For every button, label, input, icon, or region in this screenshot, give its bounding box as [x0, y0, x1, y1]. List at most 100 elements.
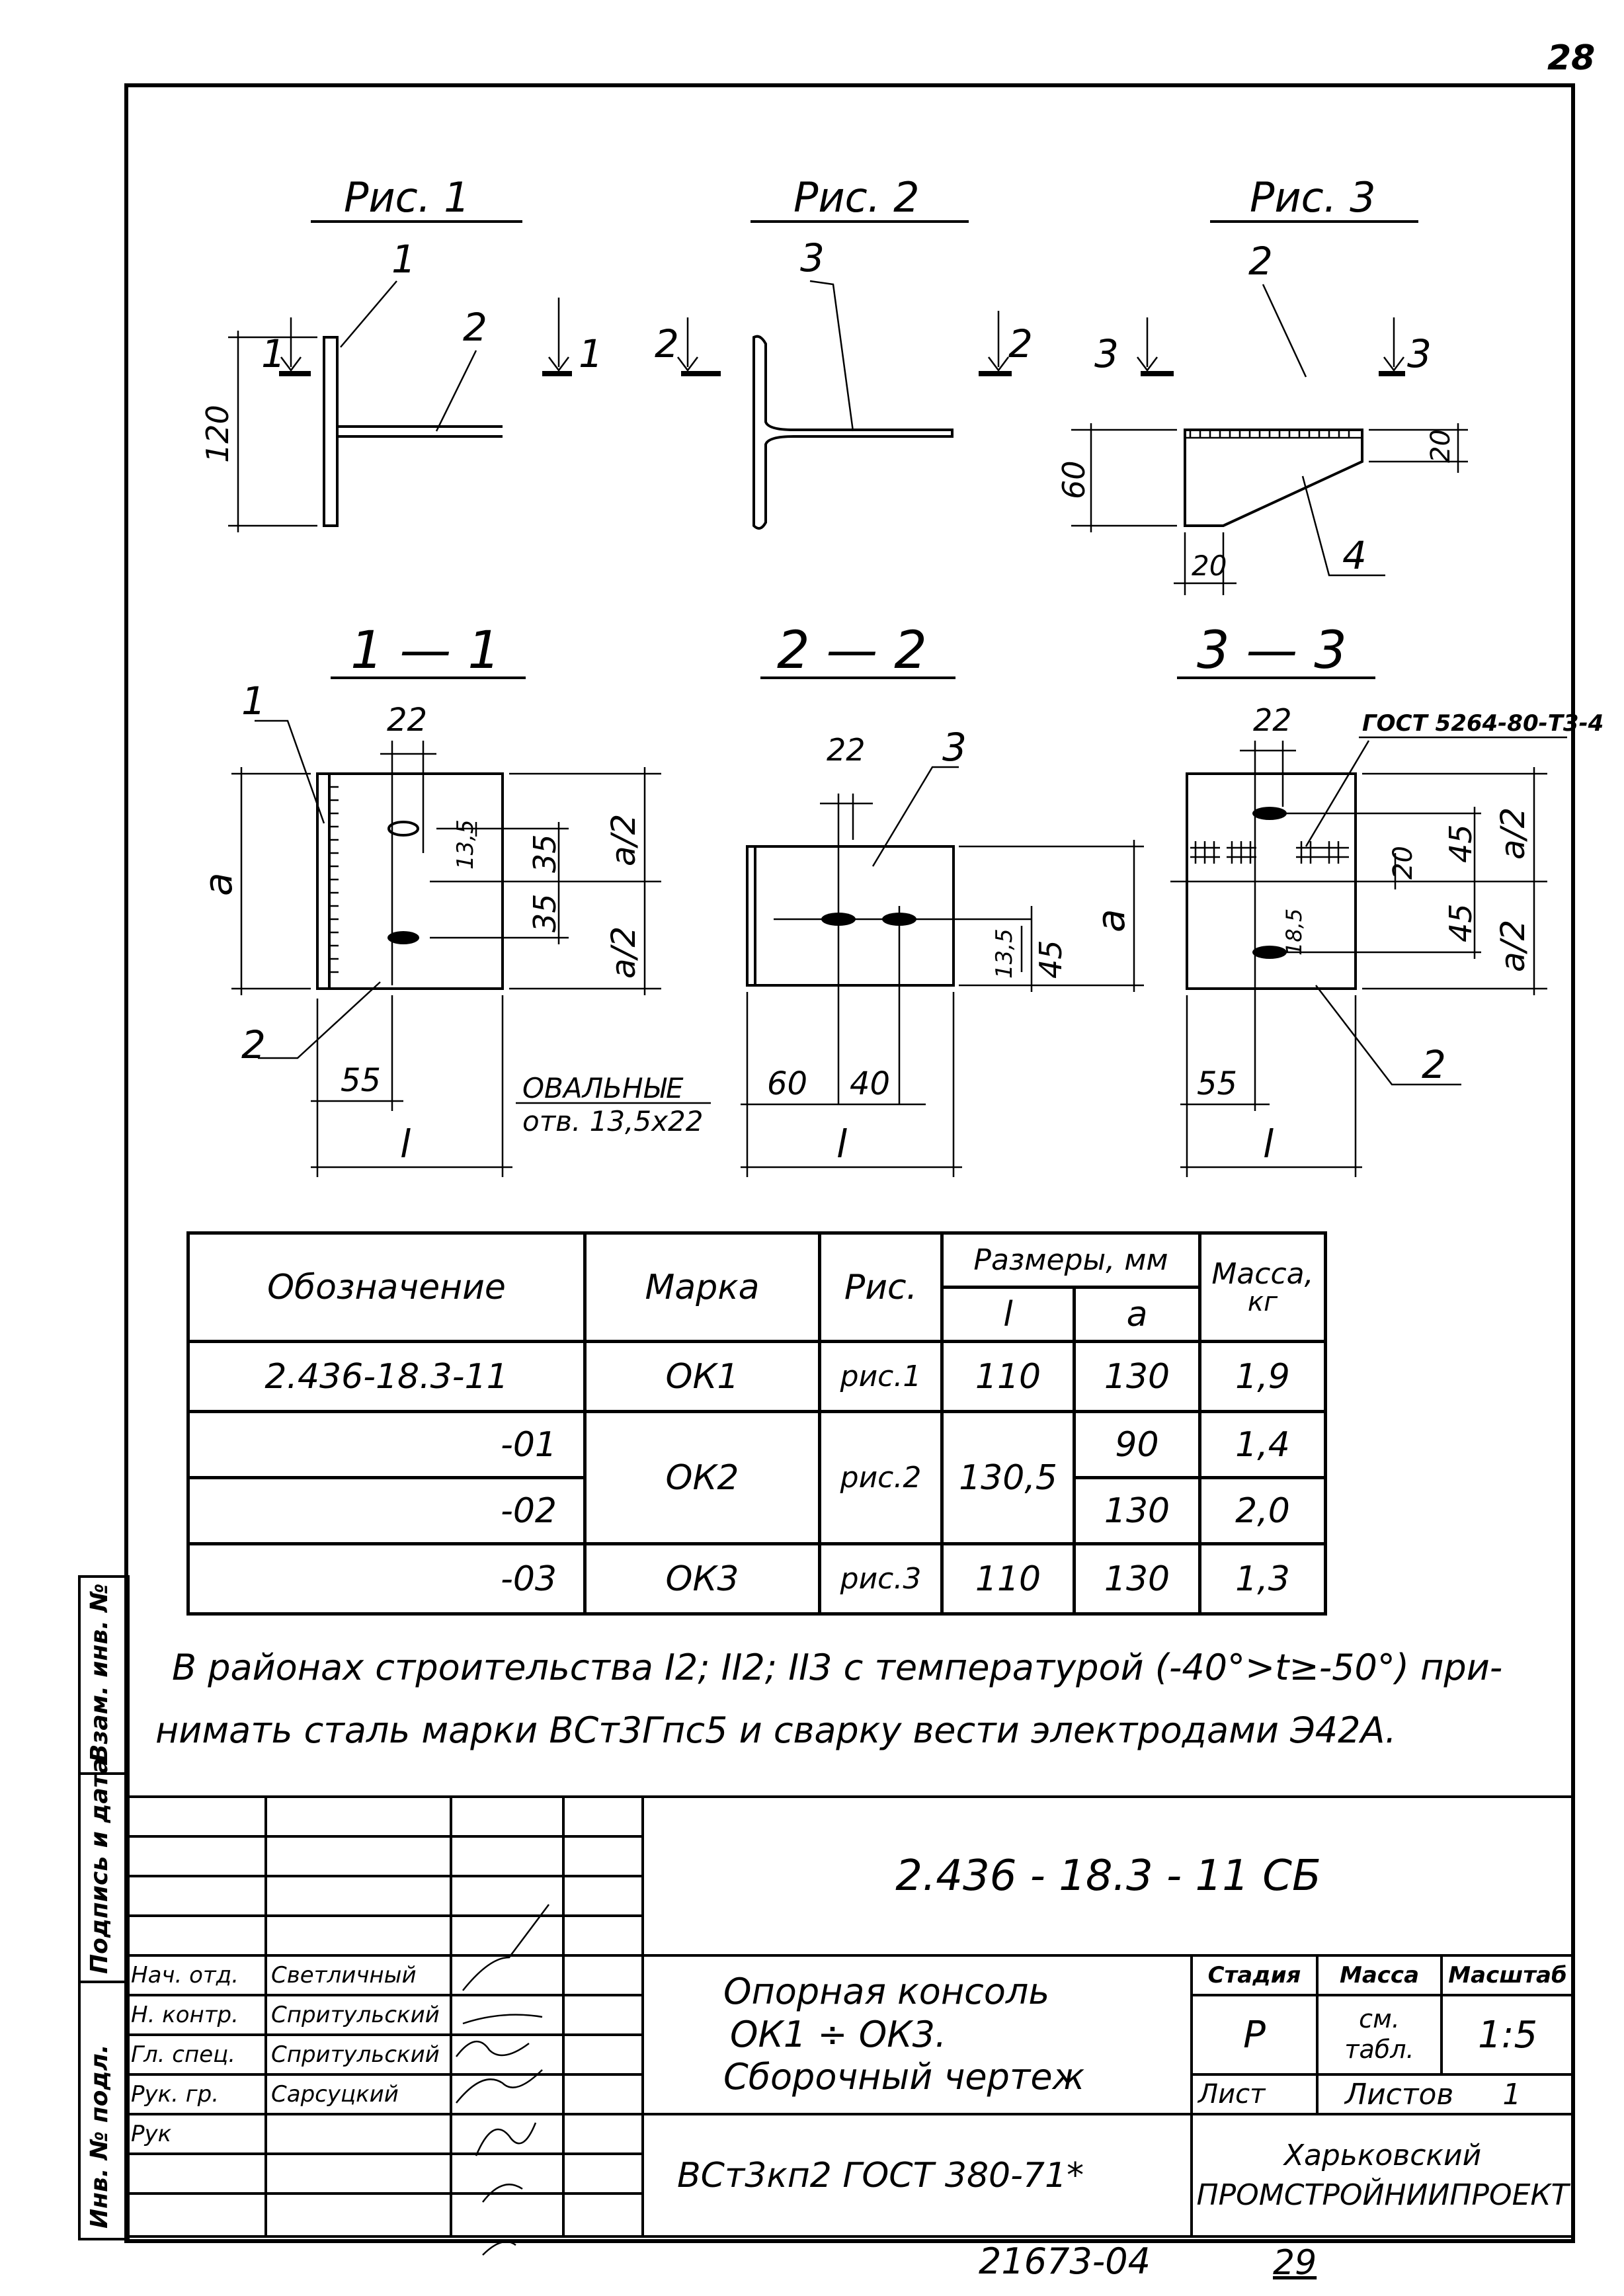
table-cell: -03 [186, 1542, 587, 1616]
table-cell: 110 [940, 1542, 1076, 1616]
s22-dim-a: a [1088, 909, 1133, 932]
s22-dim-40: 40 [850, 1065, 890, 1102]
organization-line-1: Харьковский [1283, 2139, 1482, 2173]
table-cell: рис.1 [818, 1340, 944, 1413]
fig1-cut-right: 1 [579, 331, 603, 376]
section-1-1: 1 — 1 1 22 a 35 35 13,5 a/2 a/2 2 [196, 621, 711, 1177]
header-designation: Обозначение [186, 1231, 587, 1343]
s11-dim-a: a [196, 872, 241, 896]
specification-table: Обозначение Марка Рис. Размеры, мм Масса… [186, 1231, 1327, 1616]
fig3-title: Рис. 3 [1250, 173, 1376, 222]
note-line-1: В районах строительства I2; II2; II3 с т… [172, 1647, 1503, 1688]
table-cell: 2,0 [1198, 1476, 1327, 1545]
organization-line-2: ПРОМСТРОЙНИИПРОЕКТ [1196, 2178, 1569, 2212]
role-label: Н. контр. [124, 1994, 267, 2036]
s11-dim-a2b: a/2 [604, 926, 643, 979]
s22-dim-l: l [836, 1122, 847, 1167]
sheets-label: Листов [1345, 2077, 1454, 2112]
fig2-cut-right: 2 [1008, 321, 1033, 366]
s22-callout-3: 3 [942, 725, 967, 770]
fig1-callout-1: 1 [391, 237, 416, 282]
oval-note-1: ОВАЛЬНЫЕ [522, 1072, 684, 1104]
table-cell: рис.2 [818, 1410, 944, 1545]
fig1-cut-left: 1 [261, 331, 286, 376]
table-cell: -02 [186, 1476, 587, 1545]
s11-title: 1 — 1 [350, 621, 501, 680]
sheet-label: Лист [1190, 2073, 1319, 2115]
s33-dim-a2a: a/2 [1494, 807, 1532, 860]
header-mark: Марка [583, 1231, 821, 1343]
fig1-callout-2: 2 [463, 305, 487, 350]
mass-value-line-2: табл. [1344, 2035, 1414, 2064]
oval-note-2: отв. 13,5х22 [522, 1105, 703, 1137]
s22-dim-45: 45 [1033, 940, 1069, 979]
stage-value: Р [1190, 1994, 1319, 2076]
footer-page: 29 [1273, 2243, 1317, 2283]
header-mass: Масса, кг [1198, 1231, 1327, 1343]
s33-dim-45a: 45 [1443, 824, 1479, 863]
sheets-value: 1 [1502, 2077, 1522, 2112]
s22-dim-slot: 13,5 [991, 928, 1018, 979]
role-name: Сарсуцкий [264, 2073, 452, 2115]
side-strip-divider [78, 1772, 127, 1775]
drawing-frame [124, 83, 1575, 2243]
item-title: Опорная консоль ОК1 ÷ ОК3. Сборочный чер… [641, 1954, 1193, 2115]
role-name: Светличный [264, 1954, 452, 1996]
material: ВСт3кп2 ГОСТ 380-71* [641, 2113, 1193, 2238]
scale-value: 1:5 [1440, 1994, 1576, 2076]
role-label: Рук. гр. [124, 2073, 267, 2115]
drawing-area: Рис. 1 1 2 1 1 120 Рис. 2 3 2 2 Рис. 3 [196, 173, 1604, 1177]
table-cell: 130,5 [940, 1410, 1076, 1545]
sheets-cell: Листов 1 [1315, 2073, 1576, 2115]
table-cell: ОК1 [583, 1340, 821, 1413]
fig2-callout-3: 3 [800, 235, 825, 280]
table-cell: 1,4 [1198, 1410, 1327, 1479]
section-2-2: 2 — 2 3 22 45 13,5 a 60 40 l [741, 621, 1144, 1177]
role-name: Спритульский [264, 2033, 452, 2076]
organization: Харьковский ПРОМСТРОЙНИИПРОЕКТ [1190, 2113, 1576, 2238]
s33-title: 3 — 3 [1197, 621, 1347, 680]
note-line-2: нимать сталь марки ВСт3Гпс5 и сварку вес… [155, 1709, 1397, 1751]
s33-dim-a2b: a/2 [1494, 920, 1532, 972]
fig2-cut-left: 2 [655, 321, 679, 366]
s11-callout-1: 1 [241, 678, 266, 723]
table-cell: ОК3 [583, 1542, 821, 1616]
table-cell: 130 [1073, 1340, 1201, 1413]
s33-dim-45b: 45 [1443, 903, 1479, 942]
side-label-replace-inv: Взам. инв. № [86, 1583, 113, 1762]
fig3-dim-small: 20 [1426, 429, 1456, 463]
role-name: Спритульский [264, 1994, 452, 2036]
role-label: Рук [124, 2113, 267, 2155]
mass-label: Масса [1316, 1954, 1443, 1996]
table-cell: 2.436-18.3-11 [186, 1340, 587, 1413]
side-label-inv-sub: Инв. № подл. [86, 2044, 113, 2229]
fig3-callout-2: 2 [1248, 239, 1273, 284]
fig3-cut-left: 3 [1094, 331, 1119, 376]
item-title-line-3: Сборочный чертеж [723, 2056, 1085, 2098]
s33-gost: ГОСТ 5264-80-Т3-4 [1362, 710, 1604, 737]
role-label: Нач. отд. [124, 1954, 267, 1996]
role-name [264, 2113, 452, 2155]
s33-dim-55: 55 [1197, 1065, 1237, 1102]
table-cell: 90 [1073, 1410, 1201, 1479]
header-mass-label: Масса, [1211, 1256, 1314, 1291]
fig1-dim-height: 120 [200, 405, 235, 463]
fig2-title: Рис. 2 [793, 173, 920, 222]
fig3-dim-bottom: 20 [1192, 550, 1227, 582]
s33-dim-slot: 18,5 [1281, 909, 1307, 956]
table-cell: -01 [186, 1410, 587, 1479]
fig3-view: Рис. 3 2 3 3 60 20 20 4 [1056, 173, 1468, 595]
mass-value: см. табл. [1316, 1994, 1443, 2076]
s11-dim-35b: 35 [527, 893, 563, 932]
table-cell: 130 [1073, 1476, 1201, 1545]
archive-number: 21673-04 [979, 2240, 1151, 2282]
s11-dim-a2a: a/2 [604, 814, 643, 866]
fig1-view: Рис. 1 1 2 1 1 120 [200, 173, 603, 532]
s11-dim-slot: 13,5 [452, 819, 479, 870]
side-strip-divider [78, 1981, 127, 1983]
table-cell: 110 [940, 1340, 1076, 1413]
header-dims: Размеры, мм [940, 1231, 1201, 1289]
s22-dim-top: 22 [827, 732, 866, 768]
s33-dim-l: l [1263, 1122, 1274, 1167]
table-cell: 130 [1073, 1542, 1201, 1616]
